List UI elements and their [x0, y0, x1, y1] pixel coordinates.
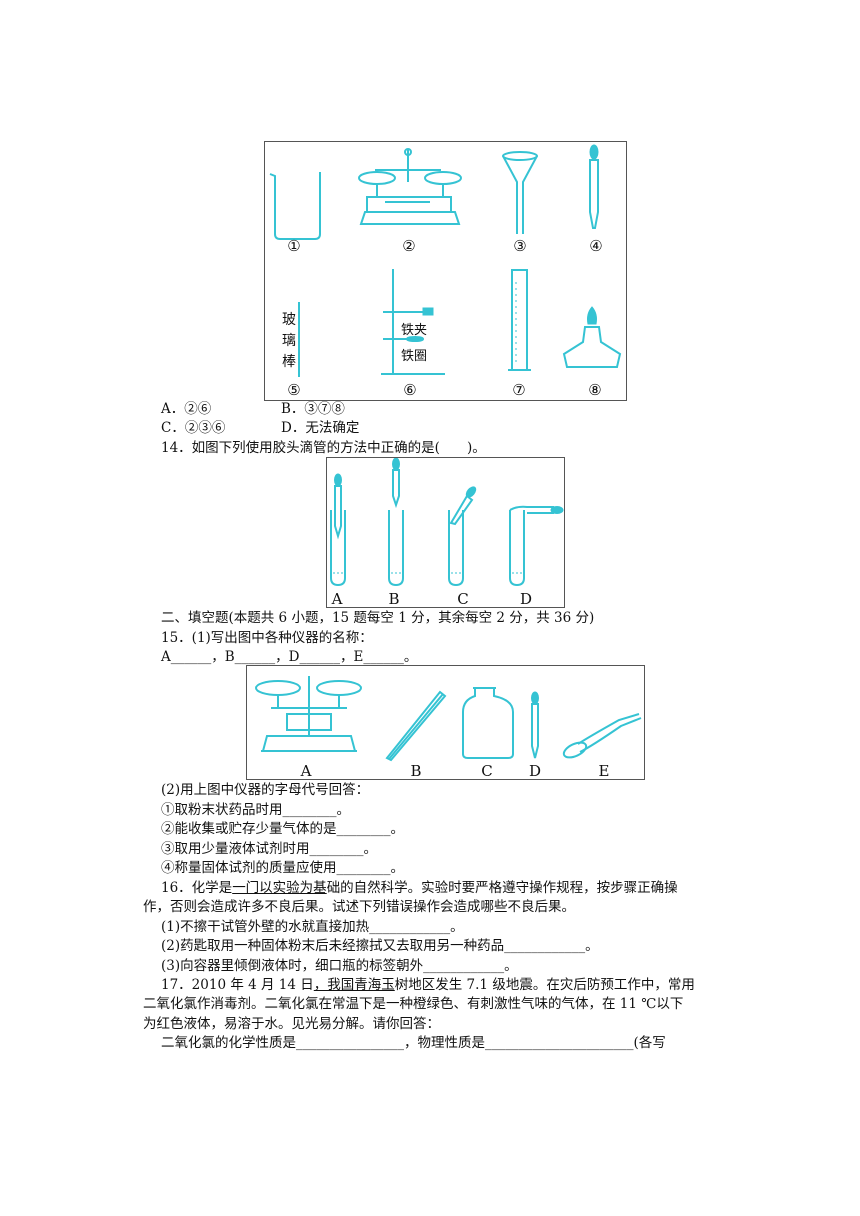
- instrument-number-1: ①: [287, 237, 301, 255]
- q16-line-1-start: 16．化学是: [161, 880, 233, 896]
- q15-item-1: ①取粉末状药品时用________。: [161, 802, 350, 818]
- instrument-number-8: ⑧: [588, 381, 602, 399]
- instrument-number-6: ⑥: [403, 381, 417, 399]
- spatula-icon: [562, 713, 642, 759]
- dropper-option-b-label: B: [388, 590, 400, 608]
- q13-option-d: D．无法确定: [281, 420, 360, 436]
- tube-b-icon: [388, 458, 404, 587]
- beaker-icon: [269, 172, 321, 240]
- tool-label-b: B: [410, 762, 422, 780]
- q15-part2: (2)用上图中仪器的字母代号回答：: [161, 782, 370, 798]
- q16-line-1: 16．化学是一门以实验为基础的自然科学。实验时要严格遵守操作规程，按步骤正确操: [161, 879, 678, 897]
- balance-icon: [255, 676, 362, 752]
- q17-line-1-underlined: ，我国青海玉: [313, 977, 395, 993]
- instrument-drawings: [269, 144, 622, 377]
- tube-c-icon: [448, 486, 477, 587]
- q13-option-a: A．②⑥: [161, 401, 212, 417]
- section-two-title: 二、填空题(本题共 6 小题，15 题每空 1 分，其余每空 2 分，共 36 …: [161, 610, 595, 626]
- q16-line-2: 作，否则会造成许多不良后果。试述下列错误操作会造成哪些不良后果。: [143, 899, 575, 915]
- q17-line-4: 二氧化氯的化学性质是________________，物理性质是________…: [161, 1035, 666, 1051]
- q17-line-1-end: 树地区发生 7.1 级地震。在灾后防预工作中，常用: [394, 977, 695, 993]
- q17-line-1-start: 17．2010 年 4 月 14 日: [161, 977, 314, 993]
- q17-line-2: 二氧化氯作消毒剂。二氧化氯在常温下是一种橙绿色、有刺激性气味的气体，在 11 ℃…: [143, 996, 684, 1012]
- dropper-usage-drawings: [330, 458, 564, 587]
- q15-item-3: ③取用少量液体试剂时用________。: [161, 841, 377, 857]
- dropper-option-a-label: A: [331, 590, 343, 608]
- instrument-number-3: ③: [513, 237, 527, 255]
- dropper-usage-figure: A B C D: [326, 457, 565, 608]
- tube-d-icon: [509, 505, 564, 587]
- q15-item-2: ②能收集或贮存少量气体的是________。: [161, 821, 404, 837]
- instrument-figure: ① ② ③ ④ 玻 璃 棒 铁夹 铁圈 ⑤ ⑥ ⑦ ⑧: [264, 141, 627, 401]
- q16-item-3: (3)向容器里倾倒液体时，细口瓶的标签朝外____________。: [161, 958, 518, 974]
- dropper-icon: [589, 144, 599, 229]
- iron-ring-label: 铁圈: [401, 349, 428, 364]
- instrument-number-5: ⑤: [287, 381, 301, 399]
- tool-label-d: D: [528, 762, 542, 780]
- instrument-number-2: ②: [402, 237, 416, 255]
- q16-line-1-end: 础的自然科学。实验时要严格遵守操作规程，按步骤正确操: [326, 880, 678, 896]
- q17-line-1: 17．2010 年 4 月 14 日，我国青海玉树地区发生 7.1 级地震。在灾…: [161, 976, 695, 994]
- dropper-icon: [531, 691, 539, 759]
- lab-tools-figure: A B C D E: [246, 665, 645, 780]
- tube-a-icon: [330, 473, 346, 587]
- tweezers-icon: [385, 690, 447, 762]
- iron-clamp-label: 铁夹: [401, 323, 428, 338]
- q17-line-3: 为红色液体，易溶于水。见光易分解。请你回答：: [143, 1016, 440, 1032]
- q16-line-1-underlined: 一门以实验为基: [232, 880, 327, 896]
- gas-bottle-icon: [462, 687, 514, 759]
- lab-tools-drawings: [255, 676, 642, 762]
- q13-option-b: B．③⑦⑧: [281, 401, 345, 417]
- iron-stand-icon: [381, 269, 445, 375]
- balance-icon: [358, 148, 462, 225]
- instrument-number-4: ④: [589, 237, 603, 255]
- q14-question: 14．如图下列使用胶头滴管的方法中正确的是( )。: [161, 440, 486, 456]
- q15-item-4: ④称量固体试剂的质量应使用________。: [161, 860, 404, 876]
- dropper-option-d-label: D: [519, 590, 533, 608]
- dropper-option-c-label: C: [457, 590, 469, 608]
- q16-item-1: (1)不擦干试管外壁的水就直接加热____________。: [161, 919, 464, 935]
- q15-name-blanks: A______，B______，D______，E______。: [161, 649, 418, 665]
- q16-item-2: (2)药匙取用一种固体粉末后未经擦拭又去取用另一种药品____________。: [161, 938, 599, 954]
- funnel-icon: [502, 151, 538, 234]
- instrument-number-7: ⑦: [512, 381, 526, 399]
- glass-rod-label: 玻 璃 棒: [282, 312, 296, 370]
- q15-part1: 15．(1)写出图中各种仪器的名称：: [161, 630, 373, 646]
- graduated-cylinder-icon: [508, 269, 531, 371]
- q13-option-c: C．②③⑥: [161, 420, 226, 436]
- alcohol-lamp-icon: [562, 306, 622, 368]
- tool-label-c: C: [481, 762, 493, 780]
- tool-label-e: E: [598, 762, 610, 780]
- tool-label-a: A: [300, 762, 312, 780]
